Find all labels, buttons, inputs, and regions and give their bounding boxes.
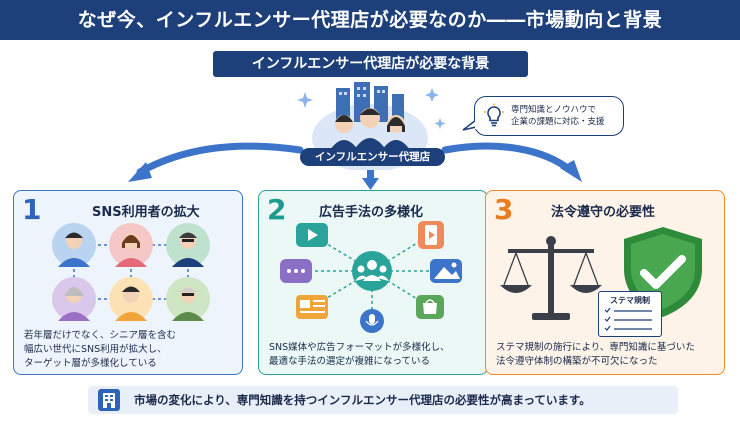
agency-label: インフルエンサー代理店	[300, 148, 445, 166]
section-subtitle: インフルエンサー代理店が必要な背景	[213, 51, 528, 77]
sparkle-icons	[297, 88, 446, 129]
card-title: 広告手法の多様化	[319, 205, 424, 220]
bubble-line-1: 専門知識とノウハウで	[511, 105, 597, 115]
image-icon	[430, 259, 462, 283]
expertise-speech-bubble: 専門知識とノウハウで 企業の課題に対応・支援	[474, 96, 624, 136]
card-desc-line: 最適な手法の選定が複雑になっている	[269, 356, 431, 367]
chat-icon	[280, 259, 312, 283]
card-desc-line: 幅広い世代にSNS利用が拡大し、	[24, 344, 167, 355]
user-avatar-icons	[52, 223, 210, 321]
card-number: 2	[267, 193, 287, 226]
card-desc-line: ターゲット層が多様化している	[24, 358, 157, 369]
person-icons	[330, 108, 410, 150]
arrow-left	[136, 142, 304, 176]
card-sns-users: 1 SNS利用者の拡大 若年層だけでなく、シニア層を含む 幅広い世代にSNS利用…	[13, 190, 243, 375]
card-title: SNS利用者の拡大	[92, 205, 200, 220]
arrow-center-head	[362, 178, 379, 190]
mobile-video-icon	[418, 221, 444, 249]
card-number: 1	[22, 193, 42, 226]
card-title: 法令遵守の必要性	[551, 205, 656, 220]
page-title: なぜ今、インフルエンサー代理店が必要なのか――市場動向と背景	[77, 9, 663, 31]
arrow-right-head	[560, 160, 582, 182]
card-desc-line: 若年層だけでなく、シニア層を含む	[24, 330, 177, 341]
arrow-right	[441, 142, 574, 174]
bubble-line-2: 企業の課題に対応・支援	[511, 117, 605, 127]
flow-arrows	[128, 88, 582, 190]
community-icon	[352, 251, 392, 291]
building-icon	[98, 389, 120, 411]
conclusion-bar: 市場の変化により、専門知識を持つインフルエンサー代理店の必要性が高まっています。	[88, 386, 678, 414]
card-desc-line: ステマ規制の施行により、専門知識に基づいた	[496, 342, 695, 353]
diverse-users-illustration	[52, 223, 210, 321]
card-compliance: 3 法令遵守の必要性 ステマ規制 ステマ規制の施行により、専門知識に基づいた 法…	[485, 190, 725, 375]
building-icons	[336, 82, 404, 122]
shopping-bag-icon	[416, 295, 444, 319]
web-article-icon	[296, 295, 328, 319]
scales-icon	[500, 236, 602, 320]
lightbulb-icon	[484, 103, 504, 127]
ad-formats-illustration	[280, 221, 462, 333]
title-bar: なぜ今、インフルエンサー代理店が必要なのか――市場動向と背景	[0, 0, 740, 40]
card-number: 3	[494, 193, 514, 226]
checklist-icon	[604, 307, 652, 331]
bubble-tail	[462, 118, 478, 131]
video-icon	[296, 223, 328, 247]
regulation-document: ステマ規制	[598, 291, 662, 337]
regulation-document-title: ステマ規制	[610, 296, 650, 305]
microphone-icon	[360, 309, 384, 333]
arrow-left-head	[128, 162, 152, 182]
card-desc-line: 法令遵守体制の構築が不可欠になった	[496, 356, 658, 367]
card-desc-line: SNS媒体や広告フォーマットが多様化し、	[269, 342, 450, 353]
arrow-center	[367, 168, 374, 180]
conclusion-text: 市場の変化により、専門知識を持つインフルエンサー代理店の必要性が高まっています。	[134, 393, 591, 407]
card-ad-diversification: 2 広告手法の多様化 SNS媒体や広告フォーマットが多様化し、 最適な手法の選定…	[258, 190, 488, 375]
